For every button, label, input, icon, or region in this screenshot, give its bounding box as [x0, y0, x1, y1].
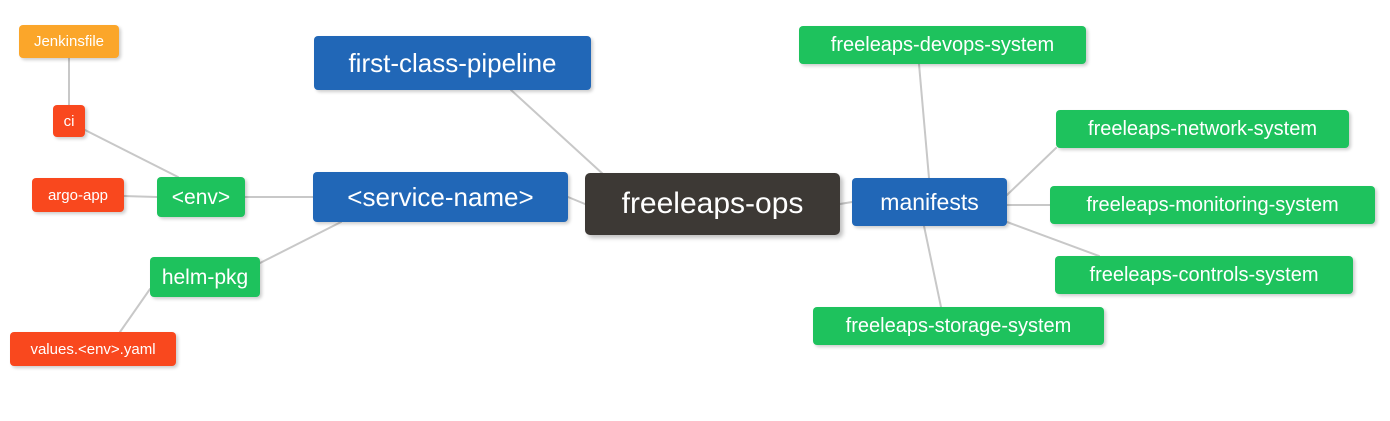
mindmap-edge-env-to-ci [84, 129, 179, 178]
mindmap-node-label: freeleaps-ops [621, 187, 804, 220]
mindmap-edge-env-to-argoapp [123, 195, 158, 198]
mindmap-node-manifests[interactable]: manifests [852, 178, 1007, 226]
mindmap-node-label: first-class-pipeline [348, 48, 557, 78]
mindmap-node-label: values.<env>.yaml [30, 340, 156, 358]
mindmap-node-storage[interactable]: freeleaps-storage-system [813, 307, 1104, 345]
mindmap-node-label: freeleaps-devops-system [830, 34, 1055, 56]
mindmap-node-helm[interactable]: helm-pkg [150, 257, 260, 297]
mindmap-node-label: freeleaps-network-system [1088, 118, 1317, 140]
mindmap-node-monitoring[interactable]: freeleaps-monitoring-system [1050, 186, 1375, 224]
mindmap-node-controls[interactable]: freeleaps-controls-system [1055, 256, 1353, 294]
mindmap-node-label: helm-pkg [161, 265, 249, 289]
mindmap-edge-manifests-to-network [1006, 147, 1057, 196]
mindmap-edge-root-to-service [567, 196, 586, 205]
mindmap-node-argoapp[interactable]: argo-app [32, 178, 124, 212]
mindmap-node-label: Jenkinsfile [33, 33, 105, 50]
mindmap-node-devops[interactable]: freeleaps-devops-system [799, 26, 1086, 64]
mindmap-node-label: argo-app [47, 186, 109, 204]
mindmap-node-label: <service-name> [347, 182, 534, 212]
mindmap-edge-helm-to-values [119, 288, 151, 333]
mindmap-edge-manifests-to-devops [918, 63, 930, 179]
mindmap-node-label: manifests [880, 188, 979, 215]
mindmap-node-pipeline[interactable]: first-class-pipeline [314, 36, 591, 90]
mindmap-node-env[interactable]: <env> [157, 177, 245, 217]
mindmap-edge-manifests-to-controls [1006, 221, 1100, 257]
mindmap-edge-service-to-helm [259, 221, 342, 264]
mindmap-node-label: freeleaps-controls-system [1089, 264, 1319, 286]
mindmap-node-label: freeleaps-monitoring-system [1086, 194, 1339, 216]
mindmap-node-label: ci [63, 112, 75, 130]
mindmap-edge-root-to-manifests [839, 201, 853, 205]
mindmap-node-label: freeleaps-storage-system [845, 315, 1072, 337]
mindmap-node-label: <env> [171, 185, 231, 209]
mindmap-edge-root-to-pipeline [510, 89, 605, 176]
mindmap-node-jenkinsfile[interactable]: Jenkinsfile [19, 25, 119, 58]
mindmap-node-ci[interactable]: ci [53, 105, 85, 137]
mindmap-edge-manifests-to-storage [923, 225, 942, 308]
mindmap-node-root[interactable]: freeleaps-ops [585, 173, 840, 235]
mindmap-node-service[interactable]: <service-name> [313, 172, 568, 222]
mindmap-node-network[interactable]: freeleaps-network-system [1056, 110, 1349, 148]
mindmap-node-values[interactable]: values.<env>.yaml [10, 332, 176, 366]
